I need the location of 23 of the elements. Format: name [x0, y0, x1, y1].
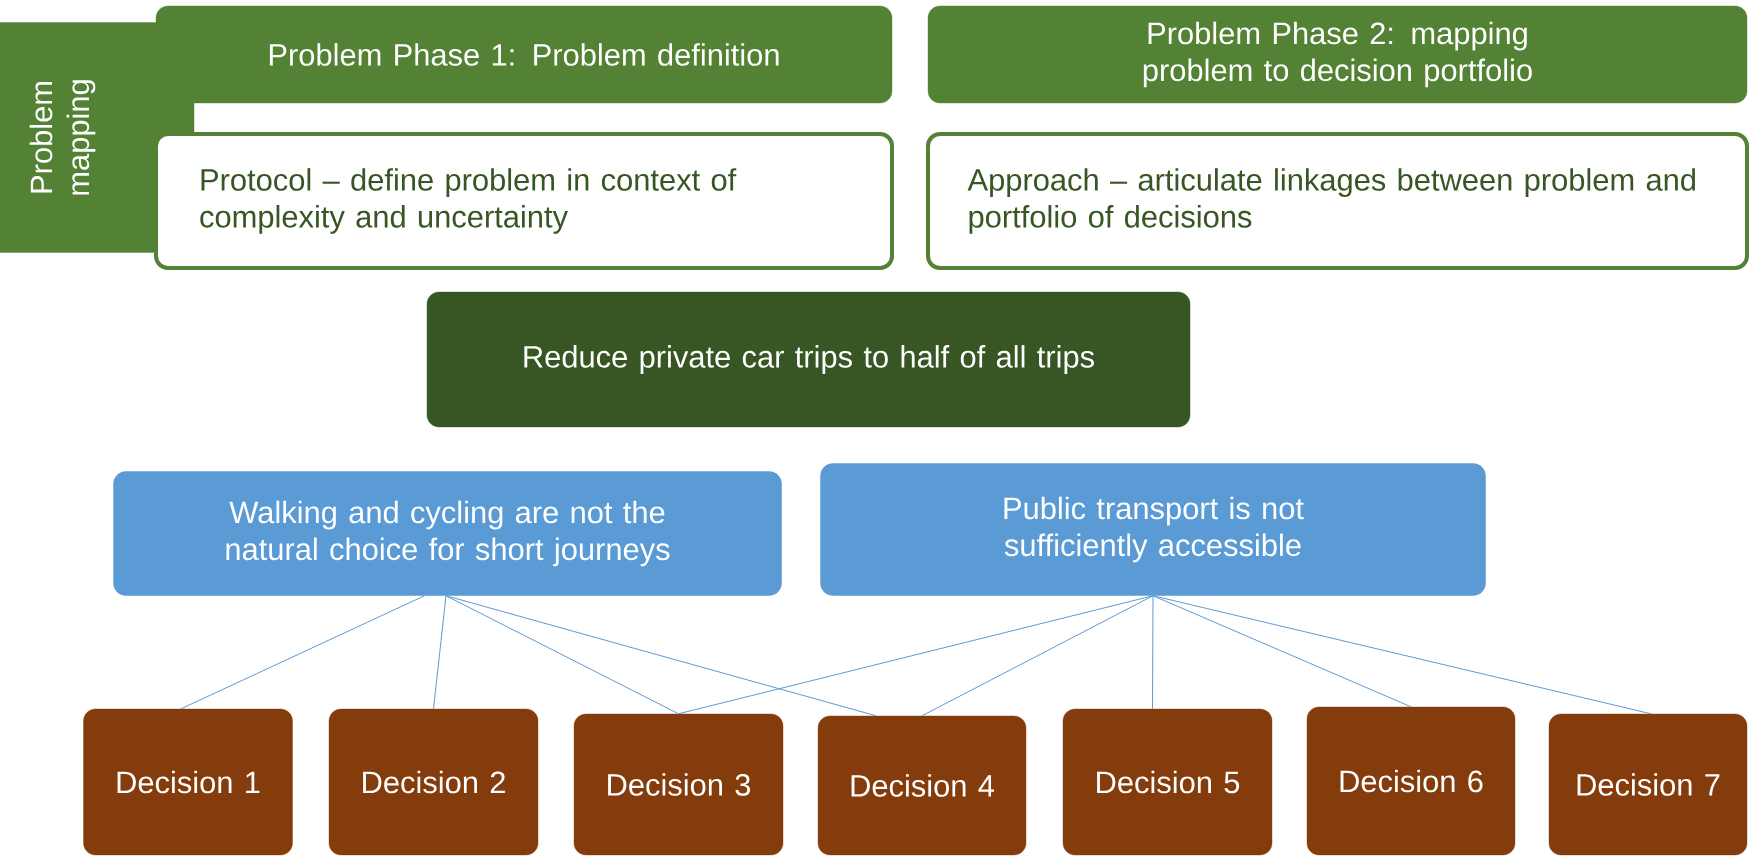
description-box: Protocol – define problem in context of complexity and uncertainty [154, 132, 894, 270]
cause-box: Walking and cycling are not the natural choice for short journeys [113, 471, 782, 596]
phase-box: Problem Phase 2: mapping problem to decision portfolio [927, 5, 1748, 104]
connector-line [678, 595, 1154, 715]
decision-box: Decision 6 [1306, 706, 1516, 856]
decision-box: Decision 4 [817, 715, 1027, 856]
decision-box: Decision 5 [1062, 708, 1273, 856]
phase-box: Problem Phase 1: Problem definition [155, 5, 893, 104]
decision-box: Decision 7 [1548, 713, 1748, 856]
goal-box: Reduce private car trips to half of all trips [426, 291, 1191, 428]
description-box: Approach – articulate linkages between problem and portfolio of decisions [926, 132, 1749, 270]
connector-line [1152, 595, 1652, 715]
connector-line [180, 595, 425, 710]
connector-line [445, 595, 679, 715]
connector-line [445, 595, 877, 717]
cause-box: Public transport is not sufficiently accessible [820, 463, 1486, 596]
connector-line [1152, 595, 1154, 710]
decision-box: Decision 2 [328, 708, 539, 856]
connector-line [1152, 595, 1412, 708]
connector-line [921, 595, 1154, 717]
connector-line [433, 595, 447, 710]
decision-box: Decision 1 [83, 708, 293, 856]
decision-box: Decision 3 [573, 713, 784, 856]
